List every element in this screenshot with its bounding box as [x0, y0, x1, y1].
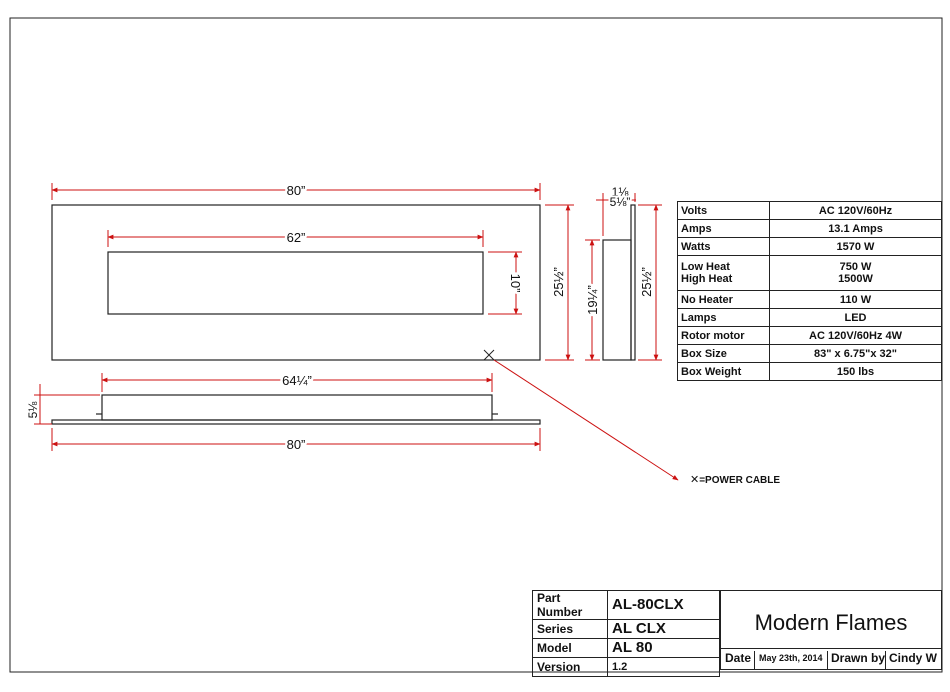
- series-label: Series: [532, 619, 608, 639]
- company-name: Modern Flames: [754, 610, 908, 635]
- spec-key: Amps: [677, 219, 770, 238]
- dim-body-height: 19¼”: [585, 285, 600, 315]
- dim-side-height: 25½”: [639, 267, 654, 297]
- title-block-company: Modern Flames Date May 23th, 2014 Drawn …: [720, 590, 942, 670]
- dim-front-width: 80”: [287, 183, 306, 198]
- spec-key-low-heat: Low Heat: [681, 261, 730, 273]
- power-cable-leader: [493, 359, 679, 481]
- cross-icon: ✕: [690, 474, 700, 486]
- spec-key: Box Weight: [677, 362, 770, 381]
- title-block-footer: Date May 23th, 2014 Drawn by Cindy W: [721, 648, 941, 669]
- spec-key: Lamps: [677, 308, 770, 327]
- drawn-by-label: Drawn by: [831, 651, 886, 665]
- spec-key: Watts: [677, 237, 770, 256]
- spec-value-low-heat: 750 W: [839, 261, 872, 273]
- bottom-view: [51, 394, 541, 425]
- spec-key: Box Size: [677, 344, 770, 363]
- dim-front-height: 25½”: [551, 267, 566, 297]
- version-value: 1.2: [607, 657, 720, 677]
- spec-value: 13.1 Amps: [769, 219, 942, 238]
- legend-text: =POWER CABLE: [699, 475, 781, 486]
- spec-key: Rotor motor: [677, 326, 770, 345]
- date-value: May 23th, 2014: [759, 653, 823, 663]
- spec-value: 1570 W: [769, 237, 942, 256]
- dim-bottom-width: 80”: [287, 437, 306, 452]
- power-cable-legend: ✕=POWER CABLE: [690, 473, 780, 486]
- spec-key: No Heater: [677, 290, 770, 309]
- front-outer-frame: [51, 204, 541, 361]
- spec-key: Volts: [677, 201, 770, 220]
- footer-divider: [754, 651, 755, 670]
- footer-divider: [827, 651, 828, 670]
- footer-divider: [885, 651, 886, 670]
- spec-value-high-heat: 1500W: [838, 273, 873, 285]
- model-label: Model: [532, 638, 608, 658]
- spec-value: 83" x 6.75"x 32": [769, 344, 942, 363]
- side-view: [602, 204, 636, 361]
- part-number-label: Part Number: [532, 590, 608, 620]
- dim-side-depth-bottom: 5⅛”: [610, 195, 631, 209]
- dim-bottom-depth: 5⅛: [26, 401, 40, 419]
- dim-opening-width: 62”: [287, 230, 306, 245]
- front-view: [51, 204, 541, 361]
- drawn-by-value: Cindy W: [889, 651, 937, 665]
- dim-side-depth-top: 1⅛: [612, 185, 630, 199]
- spec-value: AC 120V/60Hz: [769, 201, 942, 220]
- spec-value: 110 W: [769, 290, 942, 309]
- power-cable-marker: [483, 349, 495, 361]
- spec-value: AC 120V/60Hz 4W: [769, 326, 942, 345]
- version-label: Version: [532, 657, 608, 677]
- spec-value: 150 lbs: [769, 362, 942, 381]
- model-value: AL 80: [607, 638, 720, 658]
- drawing-frame: [9, 17, 943, 673]
- part-number-value: AL-80CLX: [607, 590, 720, 620]
- spec-key-high-heat: High Heat: [681, 273, 733, 285]
- date-label: Date: [725, 651, 752, 665]
- spec-value: LED: [769, 308, 942, 327]
- dim-opening-height: 10”: [508, 274, 523, 293]
- dim-bottom-inner-width: 64¼”: [282, 373, 312, 388]
- series-value: AL CLX: [607, 619, 720, 639]
- flame-opening: [107, 251, 484, 315]
